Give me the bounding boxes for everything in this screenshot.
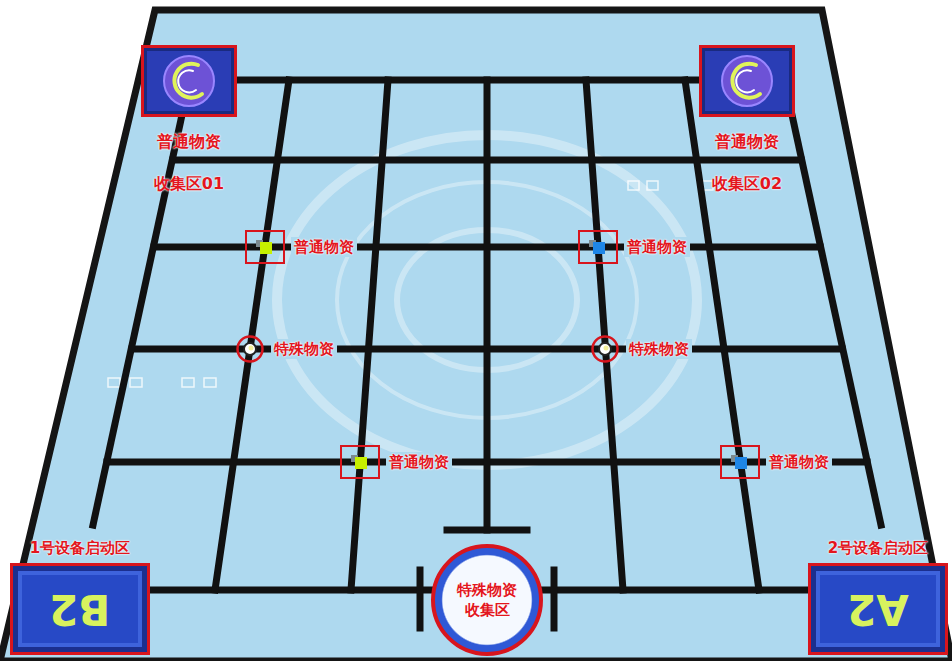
- marker-ball: [244, 343, 256, 355]
- zone-logo: [160, 52, 218, 110]
- special-supply-marker: 特殊物资: [235, 334, 337, 364]
- logo-arc: [736, 70, 754, 92]
- marker-label: 特殊物资: [626, 339, 692, 359]
- special-marker: [235, 334, 265, 364]
- supply-cube: [593, 242, 605, 254]
- supply-marker: 普通物资: [340, 445, 452, 479]
- stop-bar: [417, 570, 424, 628]
- grid-column: [484, 80, 491, 530]
- zone-label: 普通物资 收集区02: [709, 121, 785, 205]
- marker-shine: [604, 346, 609, 351]
- start-zone: 2号设备启动区 A2: [808, 538, 948, 655]
- supply-cube: [355, 457, 367, 469]
- supply-marker: 普通物资: [245, 230, 357, 264]
- grid-column: [351, 80, 388, 590]
- logo-arc: [174, 64, 202, 98]
- board-surface: [0, 10, 952, 661]
- decor-square: [182, 378, 194, 387]
- marker-label: 普通物资: [291, 237, 357, 257]
- supply-marker: 普通物资: [578, 230, 690, 264]
- decor-square: [647, 181, 658, 190]
- special-collection-zone: 特殊物资 收集区: [431, 544, 543, 656]
- zone-box: [699, 45, 795, 117]
- marker-label: 普通物资: [766, 452, 832, 472]
- stop-bar: [551, 570, 558, 628]
- marker-label: 特殊物资: [271, 339, 337, 359]
- supply-cube: [260, 242, 272, 254]
- grid-column: [685, 80, 759, 590]
- logo-arc: [732, 64, 760, 98]
- marker-shine: [249, 346, 254, 351]
- special-supply-marker: 特殊物资: [590, 334, 692, 364]
- start-box: B2: [10, 563, 150, 655]
- logo-disc: [722, 56, 772, 106]
- marker-label: 普通物资: [624, 237, 690, 257]
- supply-cube: [735, 457, 747, 469]
- grid-column: [586, 80, 623, 590]
- stop-bar: [447, 527, 527, 534]
- marker-holder: [590, 334, 620, 364]
- start-zone: 1号设备启动区 B2: [10, 538, 150, 655]
- marker-ball: [599, 343, 611, 355]
- collection-zone: 普通物资 收集区02: [699, 45, 795, 205]
- decor-square: [628, 181, 639, 190]
- marker-label: 普通物资: [386, 452, 452, 472]
- zone-code: A2: [847, 585, 909, 633]
- decor-square: [130, 378, 142, 387]
- logo-arc: [178, 70, 196, 92]
- marker-frame: [340, 445, 380, 479]
- zone-label: 特殊物资 收集区: [453, 580, 521, 620]
- start-box: A2: [808, 563, 948, 655]
- zone-label: 1号设备启动区: [30, 538, 130, 558]
- zone-code: B2: [49, 585, 110, 633]
- decor-square: [108, 378, 120, 387]
- supply-marker: 普通物资: [720, 445, 832, 479]
- zone-label: 2号设备启动区: [828, 538, 928, 558]
- circle-center: 特殊物资 收集区: [453, 580, 521, 620]
- zone-box: [141, 45, 237, 117]
- special-marker: [590, 334, 620, 364]
- zone-label: 普通物资 收集区01: [151, 121, 227, 205]
- grid-column: [215, 80, 289, 590]
- marker-frame: [720, 445, 760, 479]
- marker-ring: [593, 337, 618, 362]
- logo-disc: [164, 56, 214, 106]
- marker-frame: [245, 230, 285, 264]
- zone-logo: [718, 52, 776, 110]
- marker-holder: [235, 334, 265, 364]
- marker-ring: [238, 337, 263, 362]
- decor-squares: [108, 181, 733, 387]
- collection-zone: 普通物资 收集区01: [141, 45, 237, 205]
- decor-square: [204, 378, 216, 387]
- marker-frame: [578, 230, 618, 264]
